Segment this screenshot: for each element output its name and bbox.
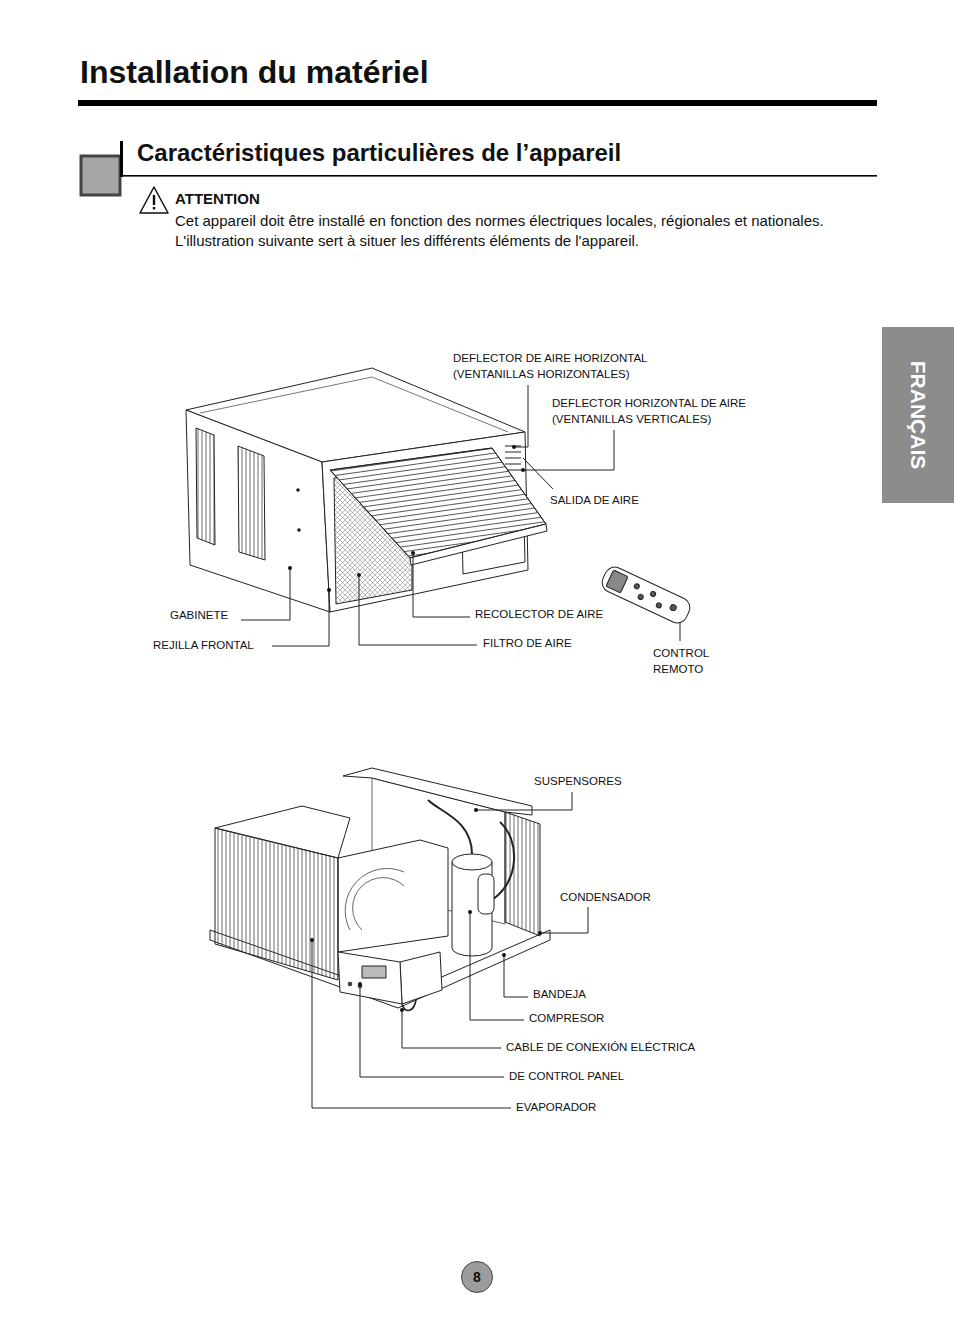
part-label: CABLE DE CONEXIÓN ELÉCTRICA bbox=[506, 1040, 695, 1055]
language-tab: FRANÇAIS bbox=[882, 327, 954, 503]
cabinet-side bbox=[186, 410, 330, 612]
part-label: SUSPENSORES bbox=[534, 774, 622, 789]
leader-dot bbox=[502, 953, 506, 957]
leader-line bbox=[540, 907, 588, 933]
side-vent bbox=[196, 428, 215, 545]
warning-heading: ATTENTION bbox=[175, 190, 260, 208]
remote-button bbox=[633, 583, 640, 590]
remote-display bbox=[606, 570, 628, 593]
leader-line bbox=[470, 912, 524, 1020]
control-panel bbox=[338, 952, 402, 1004]
warning-mark bbox=[153, 195, 155, 205]
warning-dot bbox=[153, 207, 155, 209]
leader-line bbox=[523, 430, 614, 470]
evaporator-coil bbox=[215, 828, 338, 980]
page-number: 8 bbox=[461, 1261, 493, 1293]
leader-dot bbox=[357, 573, 361, 577]
leader-lines bbox=[312, 792, 588, 1108]
cabinet-rim bbox=[200, 377, 508, 432]
side-vent bbox=[238, 446, 265, 560]
intake-slats bbox=[330, 448, 546, 558]
part-label: GABINETE bbox=[170, 608, 228, 623]
leader-dots bbox=[310, 808, 542, 1012]
screw bbox=[298, 529, 301, 532]
screw bbox=[297, 489, 300, 492]
part-label: COMPRESOR bbox=[529, 1011, 604, 1026]
remote-button bbox=[650, 591, 657, 598]
remote-body bbox=[599, 564, 693, 626]
leader-line bbox=[360, 984, 504, 1077]
leader-line bbox=[402, 1010, 501, 1048]
leader-dots bbox=[288, 445, 525, 592]
blower-housing bbox=[338, 840, 448, 952]
section-heading: Caractéristiques particulières de l’appa… bbox=[137, 138, 621, 168]
warning-triangle bbox=[140, 187, 168, 213]
remote-button bbox=[655, 602, 662, 609]
leader-dot bbox=[310, 938, 314, 942]
condenser-coil bbox=[505, 812, 540, 936]
language-tab-text: FRANÇAIS bbox=[905, 361, 930, 470]
blower-wheel bbox=[345, 868, 404, 930]
section-bar bbox=[120, 141, 123, 177]
section-rule bbox=[121, 175, 877, 177]
panel-bracket bbox=[400, 952, 442, 1004]
leader-line bbox=[241, 568, 290, 620]
remote-button bbox=[637, 594, 644, 601]
part-label: FILTRO DE AIRE bbox=[483, 636, 572, 651]
part-label: BANDEJA bbox=[533, 987, 586, 1002]
section-marker bbox=[81, 156, 120, 195]
accumulator bbox=[478, 874, 494, 914]
leader-line bbox=[523, 458, 553, 489]
leader-line bbox=[514, 385, 528, 447]
leader-dot bbox=[538, 931, 542, 935]
leader-dot bbox=[512, 445, 516, 449]
title-rule bbox=[78, 100, 877, 106]
panel-button bbox=[348, 982, 352, 986]
leader-dot bbox=[288, 566, 292, 570]
compressor-top bbox=[452, 854, 492, 870]
leader-line bbox=[504, 955, 528, 997]
leader-dot bbox=[327, 588, 331, 592]
warning-text: Cet appareil doit être installé en fonct… bbox=[175, 211, 835, 251]
part-label: CONDENSADOR bbox=[560, 890, 651, 905]
leader-line bbox=[312, 940, 511, 1108]
page-number-text: 8 bbox=[473, 1269, 481, 1286]
leader-line bbox=[359, 575, 477, 645]
leader-line bbox=[476, 792, 572, 810]
power-cord bbox=[402, 1000, 416, 1010]
leader-dot bbox=[468, 910, 472, 914]
part-label: EVAPORADOR bbox=[516, 1100, 596, 1115]
remote-control bbox=[599, 564, 693, 626]
part-label: CONTROL REMOTO bbox=[653, 645, 725, 677]
panel-display bbox=[362, 966, 386, 978]
louvers bbox=[505, 446, 521, 470]
unit-front-view bbox=[186, 368, 547, 612]
unit-chassis bbox=[210, 768, 550, 1010]
leader-dot bbox=[474, 808, 478, 812]
part-label: DE CONTROL PANEL bbox=[509, 1069, 624, 1084]
leader-dot bbox=[400, 1008, 404, 1012]
part-label: DEFLECTOR HORIZONTAL DE AIRE (VENTANILLA… bbox=[552, 395, 792, 427]
leader-line bbox=[413, 553, 470, 617]
leader-dot bbox=[411, 551, 415, 555]
leader-line bbox=[680, 622, 681, 641]
page-title: Installation du matériel bbox=[80, 52, 429, 92]
leader-dot bbox=[521, 468, 525, 472]
part-label: DEFLECTOR DE AIRE HORIZONTAL (VENTANILLA… bbox=[453, 350, 685, 382]
remote-button bbox=[669, 604, 677, 612]
part-label: REJILLA FRONTAL bbox=[153, 638, 254, 653]
part-label: SALIDA DE AIRE bbox=[550, 493, 639, 508]
part-label: RECOLECTOR DE AIRE bbox=[475, 607, 603, 622]
lid-edge bbox=[410, 524, 547, 565]
leader-line bbox=[272, 590, 329, 646]
intake-lid bbox=[330, 448, 546, 558]
leader-dot bbox=[358, 982, 362, 986]
